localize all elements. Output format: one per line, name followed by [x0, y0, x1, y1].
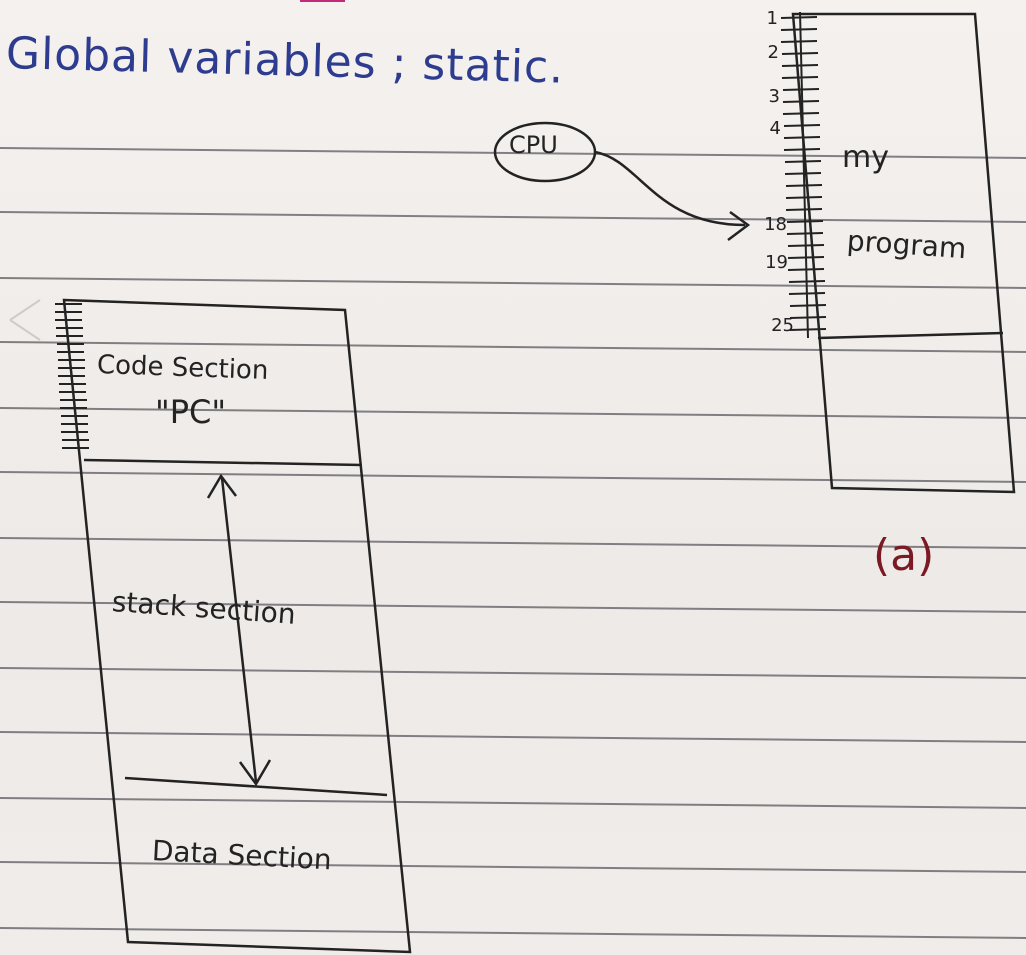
ghost-mark: [9, 299, 41, 341]
line-number: 1: [766, 8, 778, 29]
line-number: 19: [765, 252, 788, 273]
stack-arrow-shaft: [220, 477, 258, 783]
stack-arrow-up-head: [206, 473, 237, 499]
line-number: 2: [767, 42, 779, 63]
line-number: 25: [771, 315, 794, 336]
code-section-label: Code Section: [96, 350, 269, 386]
program-label-line1: my: [842, 140, 889, 175]
line-number: 4: [769, 118, 781, 139]
line-number: 3: [768, 86, 780, 107]
pc-label: "PC": [155, 393, 227, 431]
process-box: [62, 298, 412, 954]
ruled-lines: [0, 147, 1026, 939]
stack-arrow-down-head: [238, 759, 272, 787]
figure-label: (a): [873, 530, 935, 581]
process-ticks: [55, 303, 89, 449]
cpu-arrow: [594, 150, 746, 227]
line-number: 18: [764, 214, 787, 235]
cpu-label: CPU: [509, 131, 558, 159]
cpu-arrowhead: [727, 210, 751, 241]
program-tick-spine: [799, 11, 809, 339]
